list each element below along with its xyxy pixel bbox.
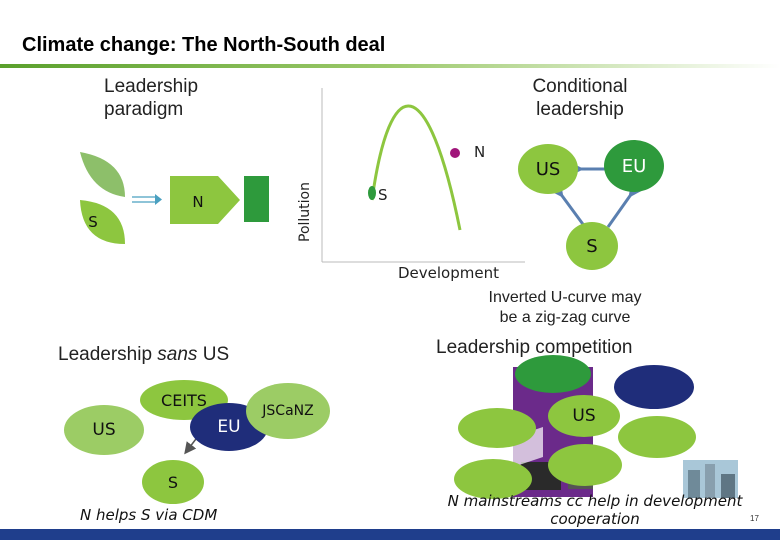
conditional-eu-node: EU bbox=[604, 140, 664, 192]
leadership-paradigm-heading: Leadership paradigm bbox=[104, 76, 199, 120]
paradigm-s-shape bbox=[80, 200, 125, 244]
competition-node-left bbox=[458, 408, 536, 448]
competition-node-bottom-left bbox=[454, 459, 532, 499]
development-axis-label: Development bbox=[398, 264, 499, 282]
ceits-node: CEITS bbox=[140, 380, 228, 420]
conditional-us-node: US bbox=[518, 144, 578, 194]
paradigm-s-label: S bbox=[88, 213, 98, 231]
conditional-leadership-heading: Conditional leadership bbox=[532, 76, 628, 120]
slide-title: Climate change: The North-South deal bbox=[22, 34, 386, 56]
paradigm-diagram bbox=[80, 152, 269, 244]
sans-us-us-node: US bbox=[64, 405, 144, 455]
sans-us-heading-pre: Leadership bbox=[58, 344, 158, 365]
paradigm-dark-bar bbox=[244, 176, 269, 222]
jscanz-node: JSCaNZ bbox=[246, 383, 330, 439]
sans-us-heading-post: US bbox=[197, 344, 230, 365]
leadership-competition-heading: Leadership competition bbox=[436, 337, 633, 358]
mainstream-caption: N mainstreams cc help in development coo… bbox=[447, 492, 743, 528]
bottom-bar bbox=[0, 529, 780, 540]
paradigm-n-label: N bbox=[192, 193, 204, 211]
curve-caption: Inverted U-curve may be a zig-zag curve bbox=[488, 289, 642, 326]
conditional-s-node: S bbox=[566, 222, 618, 270]
u-curve-chart bbox=[321, 88, 525, 263]
city-photo bbox=[683, 460, 738, 498]
cdm-caption: N helps S via CDM bbox=[80, 506, 218, 524]
pollution-axis-label-wrap: Pollution bbox=[292, 170, 318, 260]
sans-us-s-node: S bbox=[142, 460, 204, 504]
paradigm-arrows bbox=[132, 194, 162, 205]
curve-s-label: S bbox=[378, 186, 388, 204]
competition-node-right bbox=[618, 416, 696, 458]
paradigm-upper-shape bbox=[80, 152, 125, 197]
title-underline bbox=[0, 64, 780, 68]
competition-us-node: US bbox=[548, 395, 620, 437]
competition-node-bottom-mid bbox=[548, 444, 622, 486]
us-s-arrow bbox=[539, 171, 587, 228]
curve-n-point bbox=[450, 148, 460, 158]
curve-n-label: N bbox=[474, 143, 486, 161]
sans-us-heading: Leadership sans US bbox=[58, 343, 229, 366]
curve-s-point bbox=[368, 186, 376, 200]
paradigm-n-shape bbox=[170, 176, 240, 224]
page-number: 17 bbox=[750, 514, 759, 523]
u-curve-line bbox=[370, 104, 462, 231]
competition-node-top-right bbox=[614, 365, 694, 409]
eu-s-arrow bbox=[606, 171, 653, 228]
sans-us-heading-em: sans bbox=[157, 344, 198, 365]
pollution-axis-label: Pollution bbox=[297, 182, 313, 242]
competition-node-top-left bbox=[515, 355, 591, 393]
